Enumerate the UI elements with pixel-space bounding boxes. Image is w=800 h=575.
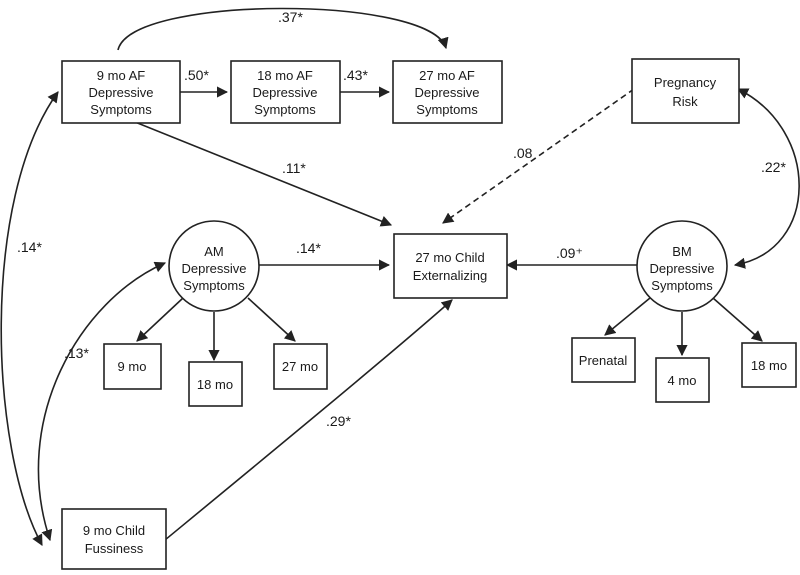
coef-pregnancy-outcome: .08 <box>513 145 533 161</box>
coef-am-outcome: .14* <box>296 240 321 256</box>
coef-bm-outcome: .09⁺ <box>556 245 583 261</box>
node-bm-4mo: 4 mo <box>655 357 710 403</box>
node-bm-prenatal: Prenatal <box>571 337 636 383</box>
svg-text:Depressive: Depressive <box>88 85 153 100</box>
svg-text:27 mo: 27 mo <box>282 359 318 374</box>
svg-text:18 mo: 18 mo <box>751 358 787 373</box>
path-af9-fussiness <box>0 91 59 546</box>
svg-text:Risk: Risk <box>672 94 698 109</box>
svg-text:Symptoms: Symptoms <box>90 102 152 117</box>
svg-text:18 mo AF: 18 mo AF <box>257 68 313 83</box>
path-fussiness-outcome <box>164 299 453 541</box>
path-af9-outcome <box>134 121 393 227</box>
path-af9-af27 <box>117 7 449 51</box>
svg-text:9 mo AF: 9 mo AF <box>97 68 145 83</box>
coef-am-fussiness: .13* <box>64 345 89 361</box>
svg-text:9 mo Child: 9 mo Child <box>83 523 145 538</box>
svg-text:Symptoms: Symptoms <box>183 278 245 293</box>
node-af9: 9 mo AF Depressive Symptoms <box>61 60 181 124</box>
node-fussiness: 9 mo Child Fussiness <box>61 508 167 570</box>
svg-text:AM: AM <box>204 244 224 259</box>
svg-text:Fussiness: Fussiness <box>85 541 144 556</box>
node-outcome: 27 mo Child Externalizing <box>393 233 508 299</box>
path-pregnancy-bm <box>733 88 800 269</box>
node-bm-18mo: 18 mo <box>741 342 797 388</box>
node-am-9mo: 9 mo <box>103 343 162 390</box>
svg-text:Symptoms: Symptoms <box>416 102 478 117</box>
svg-text:Depressive: Depressive <box>649 261 714 276</box>
svg-text:Symptoms: Symptoms <box>651 278 713 293</box>
node-am-18mo: 18 mo <box>188 361 243 407</box>
svg-text:Depressive: Depressive <box>252 85 317 100</box>
svg-text:9 mo: 9 mo <box>118 359 147 374</box>
svg-text:27 mo AF: 27 mo AF <box>419 68 475 83</box>
node-bm-depressive: BM Depressive Symptoms <box>636 220 728 312</box>
coef-af9-fussiness: .14* <box>17 239 42 255</box>
svg-text:Externalizing: Externalizing <box>413 268 487 283</box>
svg-text:Depressive: Depressive <box>181 261 246 276</box>
svg-text:18 mo: 18 mo <box>197 377 233 392</box>
coef-pregnancy-bm: .22* <box>761 159 786 175</box>
svg-text:Pregnancy: Pregnancy <box>654 75 717 90</box>
node-af27: 27 mo AF Depressive Symptoms <box>392 60 503 124</box>
coef-af18-af27: .43* <box>343 67 368 83</box>
path-bm-18mo <box>712 297 763 342</box>
path-am-fussiness <box>37 261 167 542</box>
svg-text:4 mo: 4 mo <box>668 373 697 388</box>
svg-text:27 mo Child: 27 mo Child <box>415 250 484 265</box>
coef-fussiness-outcome: .29* <box>326 413 351 429</box>
path-am-27mo <box>247 297 296 342</box>
svg-text:BM: BM <box>672 244 692 259</box>
coef-af9-outcome: .11* <box>282 160 306 176</box>
node-am-depressive: AM Depressive Symptoms <box>168 220 260 312</box>
coef-af9-af18: .50* <box>184 67 209 83</box>
path-bm-prenatal <box>604 297 651 336</box>
svg-text:Symptoms: Symptoms <box>254 102 316 117</box>
node-af18: 18 mo AF Depressive Symptoms <box>230 60 341 124</box>
svg-text:Prenatal: Prenatal <box>579 353 628 368</box>
path-am-9mo <box>136 297 184 342</box>
svg-text:Depressive: Depressive <box>414 85 479 100</box>
path-pregnancy-outcome <box>442 88 635 224</box>
node-am-27mo: 27 mo <box>273 343 328 390</box>
coef-af9-af27: .37* <box>278 9 303 25</box>
node-pregnancy-risk: Pregnancy Risk <box>631 58 740 124</box>
